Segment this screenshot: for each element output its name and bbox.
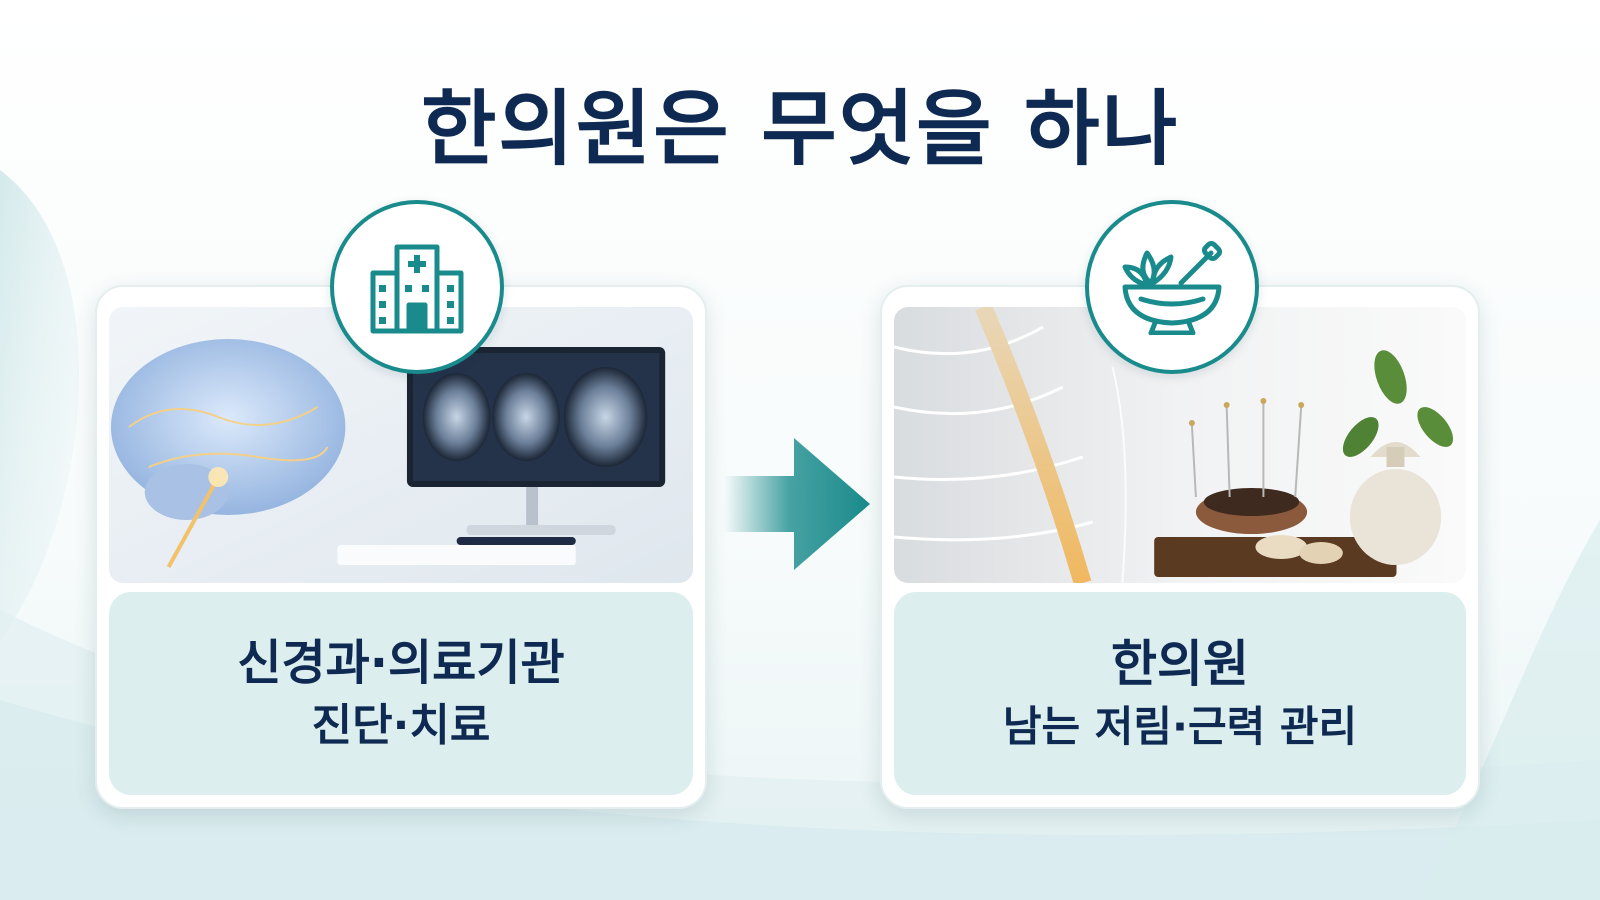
neurology-card: 신경과·의료기관 진단·치료 bbox=[95, 285, 707, 809]
oriental-clinic-title: 한의원 bbox=[1111, 635, 1249, 694]
mortar-pestle-herb-icon bbox=[1085, 200, 1259, 374]
oriental-clinic-subtitle: 남는 저림·근력 관리 bbox=[1002, 701, 1358, 751]
hospital-icon bbox=[330, 200, 504, 374]
neurology-label-box: 신경과·의료기관 진단·치료 bbox=[109, 592, 693, 795]
right-arrow-icon bbox=[724, 438, 870, 570]
neurology-subtitle: 진단·치료 bbox=[311, 700, 491, 752]
page-title: 한의원은 무엇을 하나 bbox=[420, 82, 1180, 177]
brain-scan-photo bbox=[109, 307, 693, 583]
oriental-clinic-label-box: 한의원 남는 저림·근력 관리 bbox=[894, 592, 1466, 795]
neurology-title: 신경과·의료기관 bbox=[237, 635, 565, 692]
